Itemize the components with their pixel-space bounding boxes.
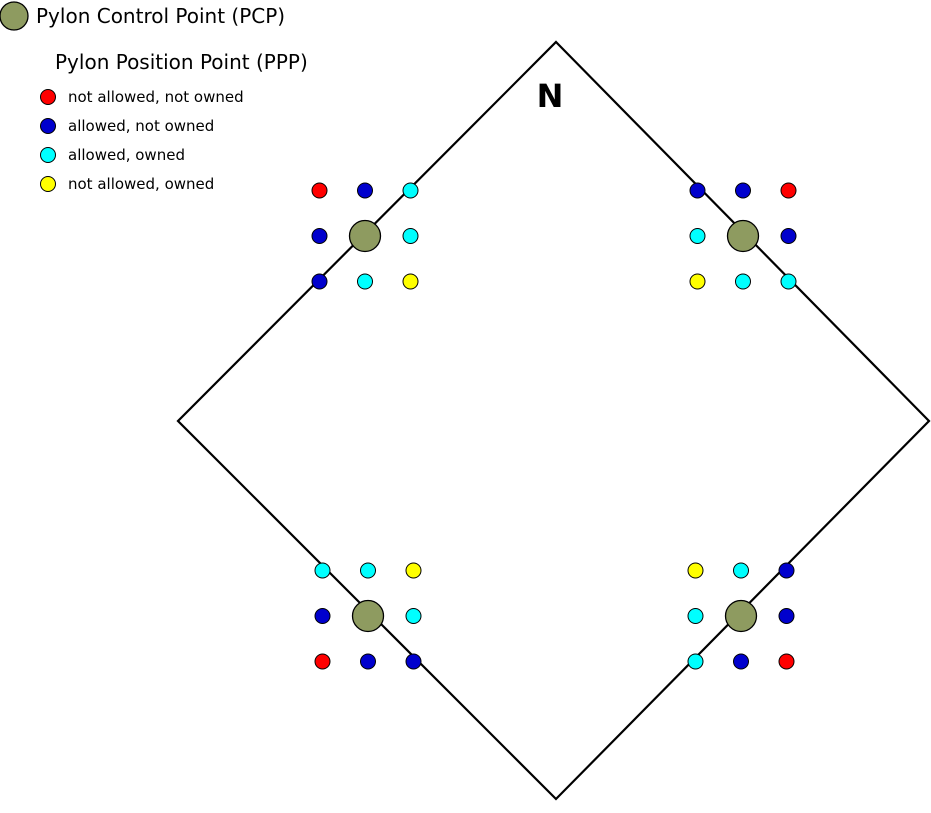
legend-item-label-allowed-not-owned: allowed, not owned (68, 117, 214, 135)
ppp-dot-yellow (689, 273, 706, 290)
ppp-dot-red (311, 182, 328, 199)
ppp-dot-cyan (402, 228, 419, 244)
ppp-dot-blue (360, 653, 376, 670)
ppp-dot-cyan (357, 273, 373, 290)
legend-pcp-label: Pylon Control Point (PCP) (36, 4, 285, 28)
pcp-circle-southeast (724, 599, 758, 633)
ppp-dot-red (778, 653, 795, 670)
ppp-dot-cyan (405, 608, 422, 624)
legend: Pylon Control Point (PCP) Pylon Position… (0, 1, 308, 193)
legend-item-label-not-allowed-owned: not allowed, owned (68, 175, 214, 193)
pcp-circle-northwest (348, 219, 382, 253)
ppp-dot-cyan (687, 653, 704, 670)
ppp-dot-cyan (360, 562, 376, 579)
ppp-dot-blue (733, 653, 749, 670)
ppp-dot-yellow (687, 562, 704, 579)
ppp-dot-yellow (405, 562, 422, 579)
legend-dot-allowed-owned-icon (40, 147, 56, 163)
ppp-dot-blue (311, 273, 328, 290)
ppp-dot-blue (314, 608, 331, 624)
ppp-dot-cyan (314, 562, 331, 579)
ppp-dot-blue (735, 182, 751, 199)
legend-item-label-allowed-owned: allowed, owned (68, 146, 185, 164)
pcp-circle-northeast (726, 219, 760, 253)
ppp-dot-blue (311, 228, 328, 244)
ppp-dot-blue (357, 182, 373, 199)
ppp-dot-cyan (735, 273, 751, 290)
legend-dot-not-allowed-not-owned-icon (40, 89, 56, 105)
ppp-dot-blue (780, 228, 797, 244)
pcp-circle-southwest (351, 599, 385, 633)
course-outline (176, 40, 931, 801)
ppp-dot-cyan (780, 273, 797, 290)
legend-pcp-icon (0, 1, 29, 31)
legend-item-label-not-allowed-not-owned: not allowed, not owned (68, 88, 244, 106)
ppp-dot-red (314, 653, 331, 670)
ppp-dot-blue (778, 562, 795, 579)
north-label: N (537, 77, 564, 115)
ppp-dot-red (780, 182, 797, 199)
ppp-dot-cyan (733, 562, 749, 579)
ppp-dot-cyan (689, 228, 706, 244)
legend-ppp-title: Pylon Position Point (PPP) (55, 50, 308, 74)
ppp-dot-cyan (402, 182, 419, 199)
ppp-dot-cyan (687, 608, 704, 624)
ppp-dot-blue (778, 608, 795, 624)
ppp-dot-blue (689, 182, 706, 199)
legend-dot-not-allowed-owned-icon (40, 176, 56, 192)
ppp-dot-blue (405, 653, 422, 670)
legend-dot-allowed-not-owned-icon (40, 118, 56, 134)
ppp-dot-yellow (402, 273, 419, 290)
pylon-clusters (311, 182, 797, 670)
